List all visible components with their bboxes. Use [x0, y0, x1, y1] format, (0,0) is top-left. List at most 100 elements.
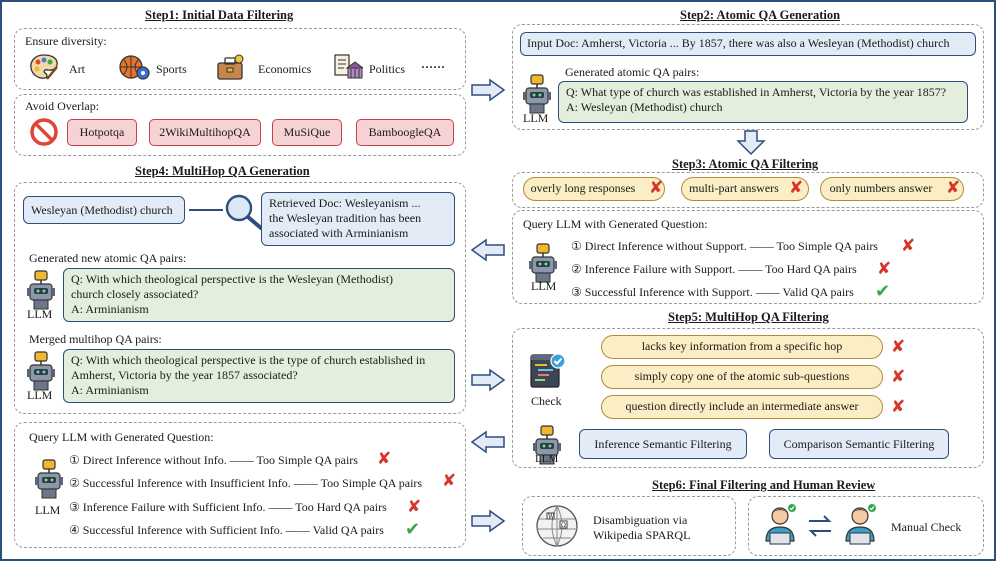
check-icon: ✔ — [405, 519, 421, 540]
check-label: Check — [531, 394, 562, 408]
magnifier-icon — [189, 194, 263, 230]
overlap-panel: Avoid Overlap: Hotpotqa 2WikiMultihopQA … — [14, 94, 466, 156]
filter-only-numbers: only numbers answer — [820, 177, 964, 201]
right-arrow-icon — [471, 509, 506, 533]
down-arrow-icon — [736, 130, 766, 156]
category-art: Art — [69, 62, 85, 76]
robot-icon — [35, 459, 63, 499]
filter-multipart: multi-part answers — [681, 177, 809, 201]
diversity-panel: Ensure diversity: Art Sports Economics — [14, 28, 466, 90]
outcome-3: ③ Successful Inference with Support. —— … — [571, 285, 854, 299]
filter-long-responses: overly long responses — [523, 177, 665, 201]
outcome-3: ③ Inference Failure with Sufficient Info… — [69, 500, 387, 514]
category-economics: Economics — [258, 62, 312, 76]
entity-box: Wesleyan (Methodist) church — [23, 196, 185, 224]
retrieved-doc: Retrieved Doc: Wesleyanism ... the Wesle… — [261, 192, 455, 246]
llm-label: LLM — [35, 503, 61, 517]
briefcase-icon — [217, 54, 244, 80]
generated-atomic-label: Generated atomic QA pairs: — [565, 65, 700, 79]
robot-icon — [523, 74, 551, 114]
svg-text:W: W — [548, 514, 555, 521]
merged-qa-line-1: Q: With which theological perspective is… — [71, 353, 426, 367]
robot-icon — [533, 425, 561, 465]
no-entry-icon — [30, 118, 58, 146]
manual-check-label: Manual Check — [891, 520, 962, 534]
step5-title: Step5: MultiHop QA Filtering — [668, 310, 829, 324]
swap-arrows-icon — [808, 515, 832, 537]
cross-icon: ✘ — [377, 449, 392, 469]
diversity-label: Ensure diversity: — [25, 34, 107, 48]
step3-filter-panel: overly long responses ✘ multi-part answe… — [512, 172, 984, 208]
retrieved-doc-line-3: associated with Arminianism — [269, 226, 409, 240]
step4b-query-panel: Query LLM with Generated Question: ① Dir… — [14, 422, 466, 548]
retrieved-doc-line-1: Retrieved Doc: Wesleyanism ... — [269, 196, 421, 210]
check-icon: ✔ — [875, 281, 891, 302]
cross-icon: ✘ — [789, 178, 804, 198]
cross-icon: ✘ — [891, 367, 906, 387]
cross-icon: ✘ — [891, 337, 906, 357]
new-qa-line-3: A: Arminianism — [71, 302, 149, 316]
new-qa-line-1: Q: With which theological perspective is… — [71, 272, 394, 286]
cross-icon: ✘ — [891, 397, 906, 417]
disambiguation-panel: W Ω Disambiguation via Wikipedia SPARQL — [522, 496, 736, 556]
dataset-2wikimultihopqa: 2WikiMultihopQA — [149, 119, 261, 146]
llm-label: LLM — [535, 453, 559, 465]
step3-query-panel: Query LLM with Generated Question: ① Dir… — [512, 210, 984, 304]
step6-title: Step6: Final Filtering and Human Review — [652, 478, 876, 492]
llm-label: LLM — [27, 388, 53, 402]
manual-check-panel: Manual Check — [748, 496, 984, 556]
robot-icon — [27, 351, 55, 391]
category-ellipsis: ······ — [421, 60, 446, 74]
category-sports: Sports — [156, 62, 187, 76]
outcome-2: ② Inference Failure with Support. —— Too… — [571, 262, 857, 276]
person-laptop-icon — [845, 504, 876, 545]
outcome-2: ② Successful Inference with Insufficient… — [69, 476, 423, 490]
right-arrow-icon — [471, 368, 506, 392]
check-item-2: simply copy one of the atomic sub-questi… — [601, 365, 883, 389]
disambiguation-line-2: Wikipedia SPARQL — [593, 528, 691, 542]
cross-icon: ✘ — [877, 259, 892, 279]
input-doc: Input Doc: Amherst, Victoria ... By 1857… — [520, 32, 976, 56]
right-arrow-icon — [471, 78, 506, 102]
outcome-4: ④ Successful Inference with Sufficient I… — [69, 523, 384, 537]
step4-title: Step4: MultiHop QA Generation — [135, 164, 310, 178]
atomic-qa-question: Q: What type of church was established i… — [566, 85, 947, 99]
new-atomic-label: Generated new atomic QA pairs: — [29, 251, 187, 265]
cross-icon: ✘ — [442, 471, 457, 491]
step1-title: Step1: Initial Data Filtering — [145, 8, 294, 22]
category-politics: Politics — [369, 62, 406, 76]
merged-qa-line-2: Amherst, Victoria by the year 1857 assoc… — [71, 368, 298, 382]
check-item-1: lacks key information from a specific ho… — [601, 335, 883, 359]
merged-qa-line-3: A: Arminianism — [71, 383, 149, 397]
politics-icon — [334, 54, 363, 79]
llm-label: LLM — [523, 111, 549, 125]
inference-semantic-filter: Inference Semantic Filtering — [579, 429, 747, 459]
llm-label: LLM — [27, 307, 53, 321]
step5-panel: Check lacks key information from a speci… — [512, 328, 984, 468]
cross-icon: ✘ — [649, 178, 664, 198]
outcome-1: ① Direct Inference without Info. —— Too … — [69, 453, 358, 467]
robot-icon — [529, 243, 557, 283]
cross-icon: ✘ — [407, 497, 422, 517]
comparison-semantic-filter: Comparison Semantic Filtering — [769, 429, 949, 459]
llm-label: LLM — [531, 279, 557, 293]
dataset-hotpotqa: Hotpotqa — [67, 119, 137, 146]
check-item-3: question directly include an intermediat… — [601, 395, 883, 419]
wikipedia-globe-icon: W Ω — [536, 505, 578, 547]
overlap-label: Avoid Overlap: — [25, 99, 100, 113]
dataset-musique: MuSiQue — [272, 119, 342, 146]
code-check-icon — [530, 353, 566, 388]
step2-title: Step2: Atomic QA Generation — [680, 8, 841, 22]
robot-icon — [27, 270, 55, 310]
merged-label: Merged multihop QA pairs: — [29, 332, 162, 346]
palette-icon — [30, 54, 58, 80]
dataset-bamboogleqa: BamboogleQA — [356, 119, 454, 146]
cross-icon: ✘ — [901, 236, 916, 256]
atomic-qa-pair: Q: What type of church was established i… — [558, 81, 968, 123]
query-label: Query LLM with Generated Question: — [523, 217, 708, 231]
cross-icon: ✘ — [946, 178, 961, 198]
svg-text:Ω: Ω — [561, 522, 566, 529]
step4-panel: Wesleyan (Methodist) church Retrieved Do… — [14, 182, 466, 414]
left-arrow-icon — [470, 238, 505, 262]
person-laptop-icon — [765, 504, 796, 545]
